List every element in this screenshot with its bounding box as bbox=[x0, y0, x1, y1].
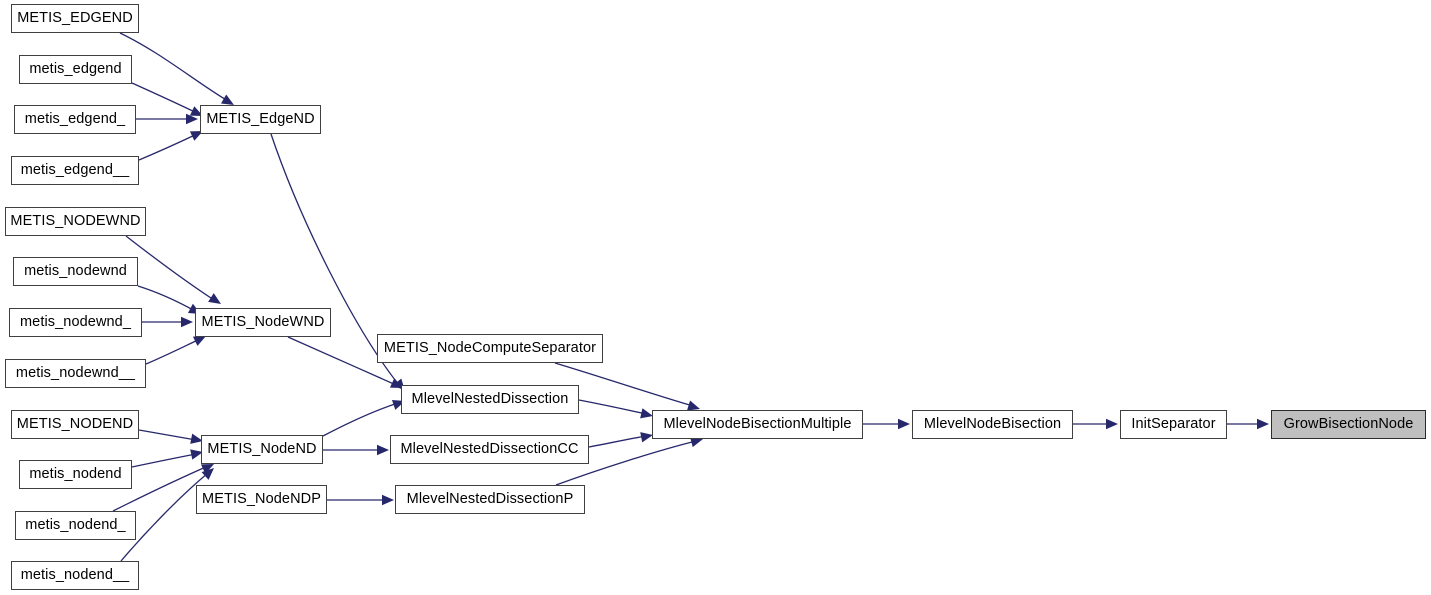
call-edge bbox=[323, 444, 389, 456]
edge-arrowhead bbox=[186, 113, 198, 125]
edge-arrowhead bbox=[181, 316, 193, 328]
graph-node-label: metis_edgend__ bbox=[20, 162, 130, 179]
graph-node-label: GrowBisectionNode bbox=[1283, 416, 1414, 433]
edge-arrowhead bbox=[1106, 418, 1118, 430]
graph-node-label: METIS_NodeND bbox=[207, 441, 317, 458]
edge-arrowhead bbox=[1257, 418, 1269, 430]
call-edge bbox=[138, 131, 203, 161]
call-edge bbox=[1227, 418, 1269, 430]
call-edge bbox=[125, 235, 221, 304]
graph-node-METIS_NodeWND[interactable]: METIS_NodeWND bbox=[195, 308, 331, 337]
graph-node-label: METIS_NodeWND bbox=[201, 314, 325, 331]
graph-node-MlevelNestedDissectionCC[interactable]: MlevelNestedDissectionCC bbox=[390, 435, 589, 464]
graph-node-label: METIS_NodeNDP bbox=[202, 491, 321, 508]
graph-node-METIS_EdgeND[interactable]: METIS_EdgeND bbox=[200, 105, 321, 134]
graph-node-label: METIS_NodeComputeSeparator bbox=[383, 340, 597, 357]
call-edge bbox=[137, 285, 201, 314]
graph-node-metis_nodend[interactable]: metis_nodend bbox=[19, 460, 132, 489]
graph-node-METIS_NodeComputeSeparator[interactable]: METIS_NodeComputeSeparator bbox=[377, 334, 603, 363]
graph-node-metis_edgend_uu[interactable]: metis_edgend__ bbox=[11, 156, 139, 185]
call-edge bbox=[588, 432, 653, 448]
graph-node-MlevelNodeBisection[interactable]: MlevelNodeBisection bbox=[912, 410, 1073, 439]
graph-node-label: METIS_NODEND bbox=[16, 416, 134, 433]
graph-node-METIS_NodeND[interactable]: METIS_NodeND bbox=[201, 435, 323, 464]
call-edge bbox=[136, 113, 198, 125]
graph-node-METIS_NodeNDP[interactable]: METIS_NodeNDP bbox=[196, 485, 327, 514]
edge-arrowhead bbox=[208, 293, 221, 304]
graph-node-label: metis_nodend_ bbox=[25, 517, 126, 534]
graph-node-metis_edgend[interactable]: metis_edgend bbox=[19, 55, 132, 84]
call-edge bbox=[863, 418, 910, 430]
graph-node-label: MlevelNestedDissection bbox=[411, 391, 569, 408]
graph-node-InitSeparator[interactable]: InitSeparator bbox=[1120, 410, 1227, 439]
graph-node-label: InitSeparator bbox=[1131, 416, 1216, 433]
graph-node-metis_nodend_u[interactable]: metis_nodend_ bbox=[15, 511, 136, 540]
edge-arrowhead bbox=[382, 494, 394, 506]
graph-node-GrowBisectionNode-current[interactable]: GrowBisectionNode bbox=[1271, 410, 1426, 439]
call-edge bbox=[322, 399, 405, 437]
graph-node-label: metis_nodend bbox=[29, 466, 122, 483]
edge-arrowhead bbox=[377, 444, 389, 456]
graph-node-label: MlevelNodeBisection bbox=[923, 416, 1062, 433]
call-edge bbox=[131, 82, 203, 116]
graph-node-metis_edgend_u[interactable]: metis_edgend_ bbox=[14, 105, 136, 134]
call-edge bbox=[131, 449, 203, 468]
graph-node-metis_nodend_caps[interactable]: METIS_NODEND bbox=[11, 410, 139, 439]
graph-node-metis_nodewnd_u[interactable]: metis_nodewnd_ bbox=[9, 308, 142, 337]
graph-node-label: MlevelNodeBisectionMultiple bbox=[663, 416, 852, 433]
graph-node-metis_edgend_caps[interactable]: METIS_EDGEND bbox=[11, 4, 139, 33]
graph-node-metis_nodend_uu[interactable]: metis_nodend__ bbox=[11, 561, 139, 590]
edge-arrowhead bbox=[898, 418, 910, 430]
call-edge bbox=[578, 399, 653, 419]
graph-node-label: MlevelNestedDissectionCC bbox=[400, 441, 579, 458]
edge-arrowhead bbox=[201, 468, 214, 480]
graph-node-MlevelNestedDissection[interactable]: MlevelNestedDissection bbox=[401, 385, 579, 414]
call-edge bbox=[119, 32, 234, 105]
graph-node-label: metis_nodend__ bbox=[20, 567, 130, 584]
graph-node-MlevelNodeBisectionMultiple[interactable]: MlevelNodeBisectionMultiple bbox=[652, 410, 863, 439]
graph-node-label: METIS_NODEWND bbox=[10, 213, 141, 230]
graph-node-metis_nodewnd_uu[interactable]: metis_nodewnd__ bbox=[5, 359, 146, 388]
graph-node-MlevelNestedDissectionP[interactable]: MlevelNestedDissectionP bbox=[395, 485, 585, 514]
graph-node-label: metis_edgend bbox=[29, 61, 122, 78]
call-edge bbox=[142, 316, 193, 328]
graph-node-label: metis_edgend_ bbox=[24, 111, 126, 128]
graph-node-label: metis_nodewnd_ bbox=[19, 314, 132, 331]
call-edge bbox=[327, 494, 394, 506]
graph-node-label: MlevelNestedDissectionP bbox=[406, 491, 574, 508]
graph-node-metis_nodewnd_caps[interactable]: METIS_NODEWND bbox=[5, 207, 146, 236]
graph-node-metis_nodewnd[interactable]: metis_nodewnd bbox=[13, 257, 138, 286]
call-edge bbox=[1073, 418, 1118, 430]
graph-node-label: METIS_EDGEND bbox=[17, 10, 133, 27]
call-edge bbox=[138, 429, 203, 444]
graph-node-label: metis_nodewnd bbox=[24, 263, 127, 280]
graph-node-label: metis_nodewnd__ bbox=[15, 365, 136, 382]
graph-node-label: METIS_EdgeND bbox=[206, 111, 315, 128]
